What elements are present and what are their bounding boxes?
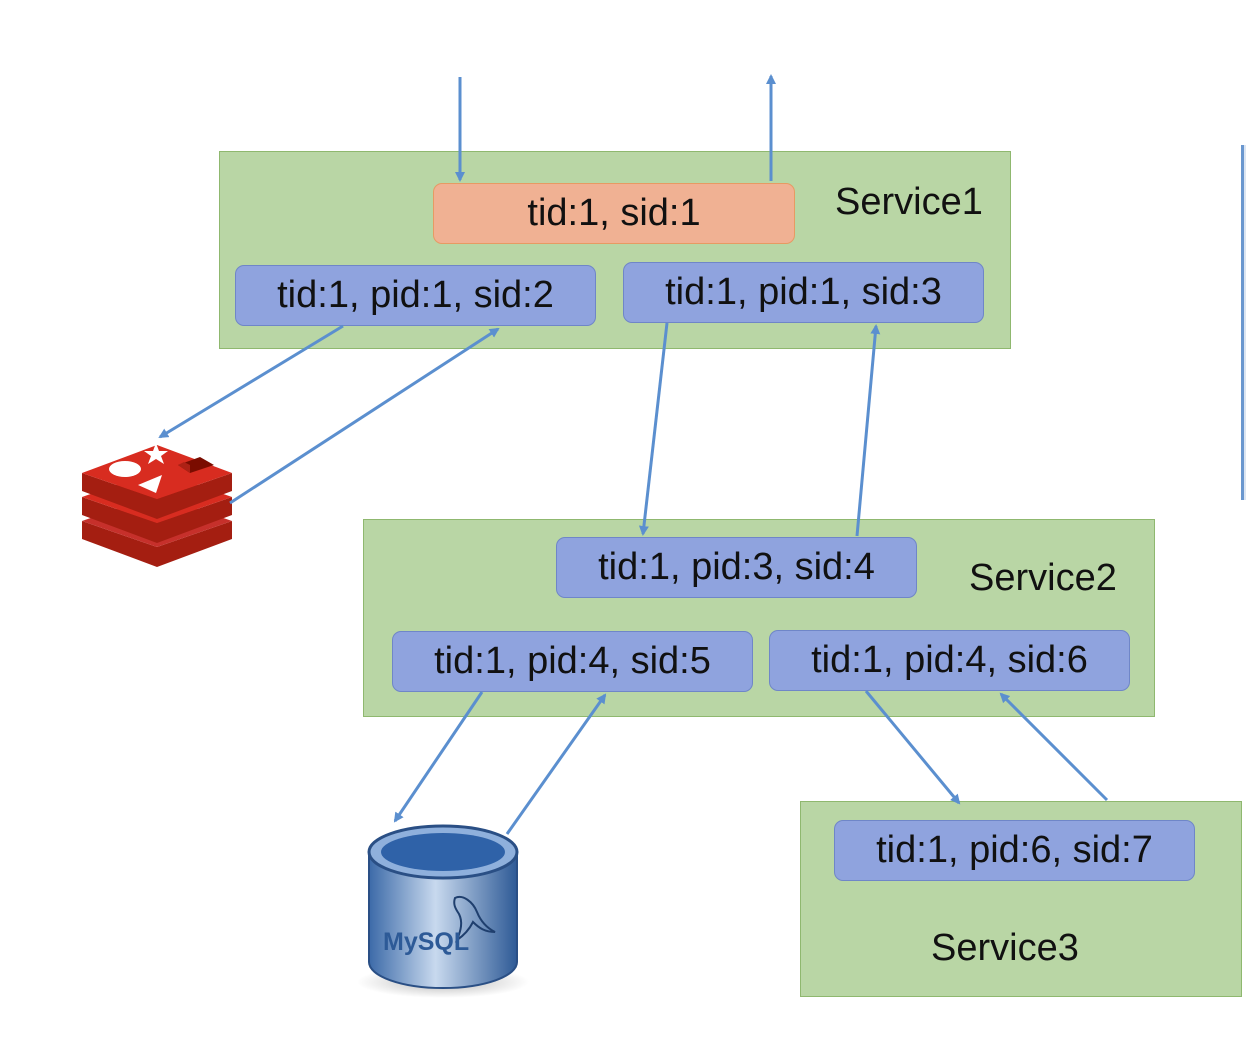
arrow-redis-to-sid2 bbox=[229, 327, 500, 505]
span-box-sid5: tid:1, pid:4, sid:5 bbox=[392, 631, 753, 692]
service1-label: Service1 bbox=[835, 181, 983, 223]
span-box-sid1: tid:1, sid:1 bbox=[433, 183, 795, 244]
span-box-sid3: tid:1, pid:1, sid:3 bbox=[623, 262, 984, 323]
mysql-logo-text: MySQL bbox=[383, 928, 469, 956]
service3-label: Service3 bbox=[931, 927, 1079, 969]
arrow-sid4-to-sid3 bbox=[855, 324, 881, 537]
span-box-sid6: tid:1, pid:4, sid:6 bbox=[769, 630, 1130, 691]
service2-label: Service2 bbox=[969, 557, 1117, 599]
span-box-sid2: tid:1, pid:1, sid:2 bbox=[235, 265, 596, 326]
cropped-panel-edge bbox=[1241, 145, 1246, 500]
mysql-icon: MySQL bbox=[357, 824, 529, 998]
span-box-sid7: tid:1, pid:6, sid:7 bbox=[834, 820, 1195, 881]
redis-icon bbox=[82, 443, 232, 567]
arrow-sid3-to-sid4 bbox=[638, 322, 669, 536]
span-box-sid4: tid:1, pid:3, sid:4 bbox=[556, 537, 917, 598]
